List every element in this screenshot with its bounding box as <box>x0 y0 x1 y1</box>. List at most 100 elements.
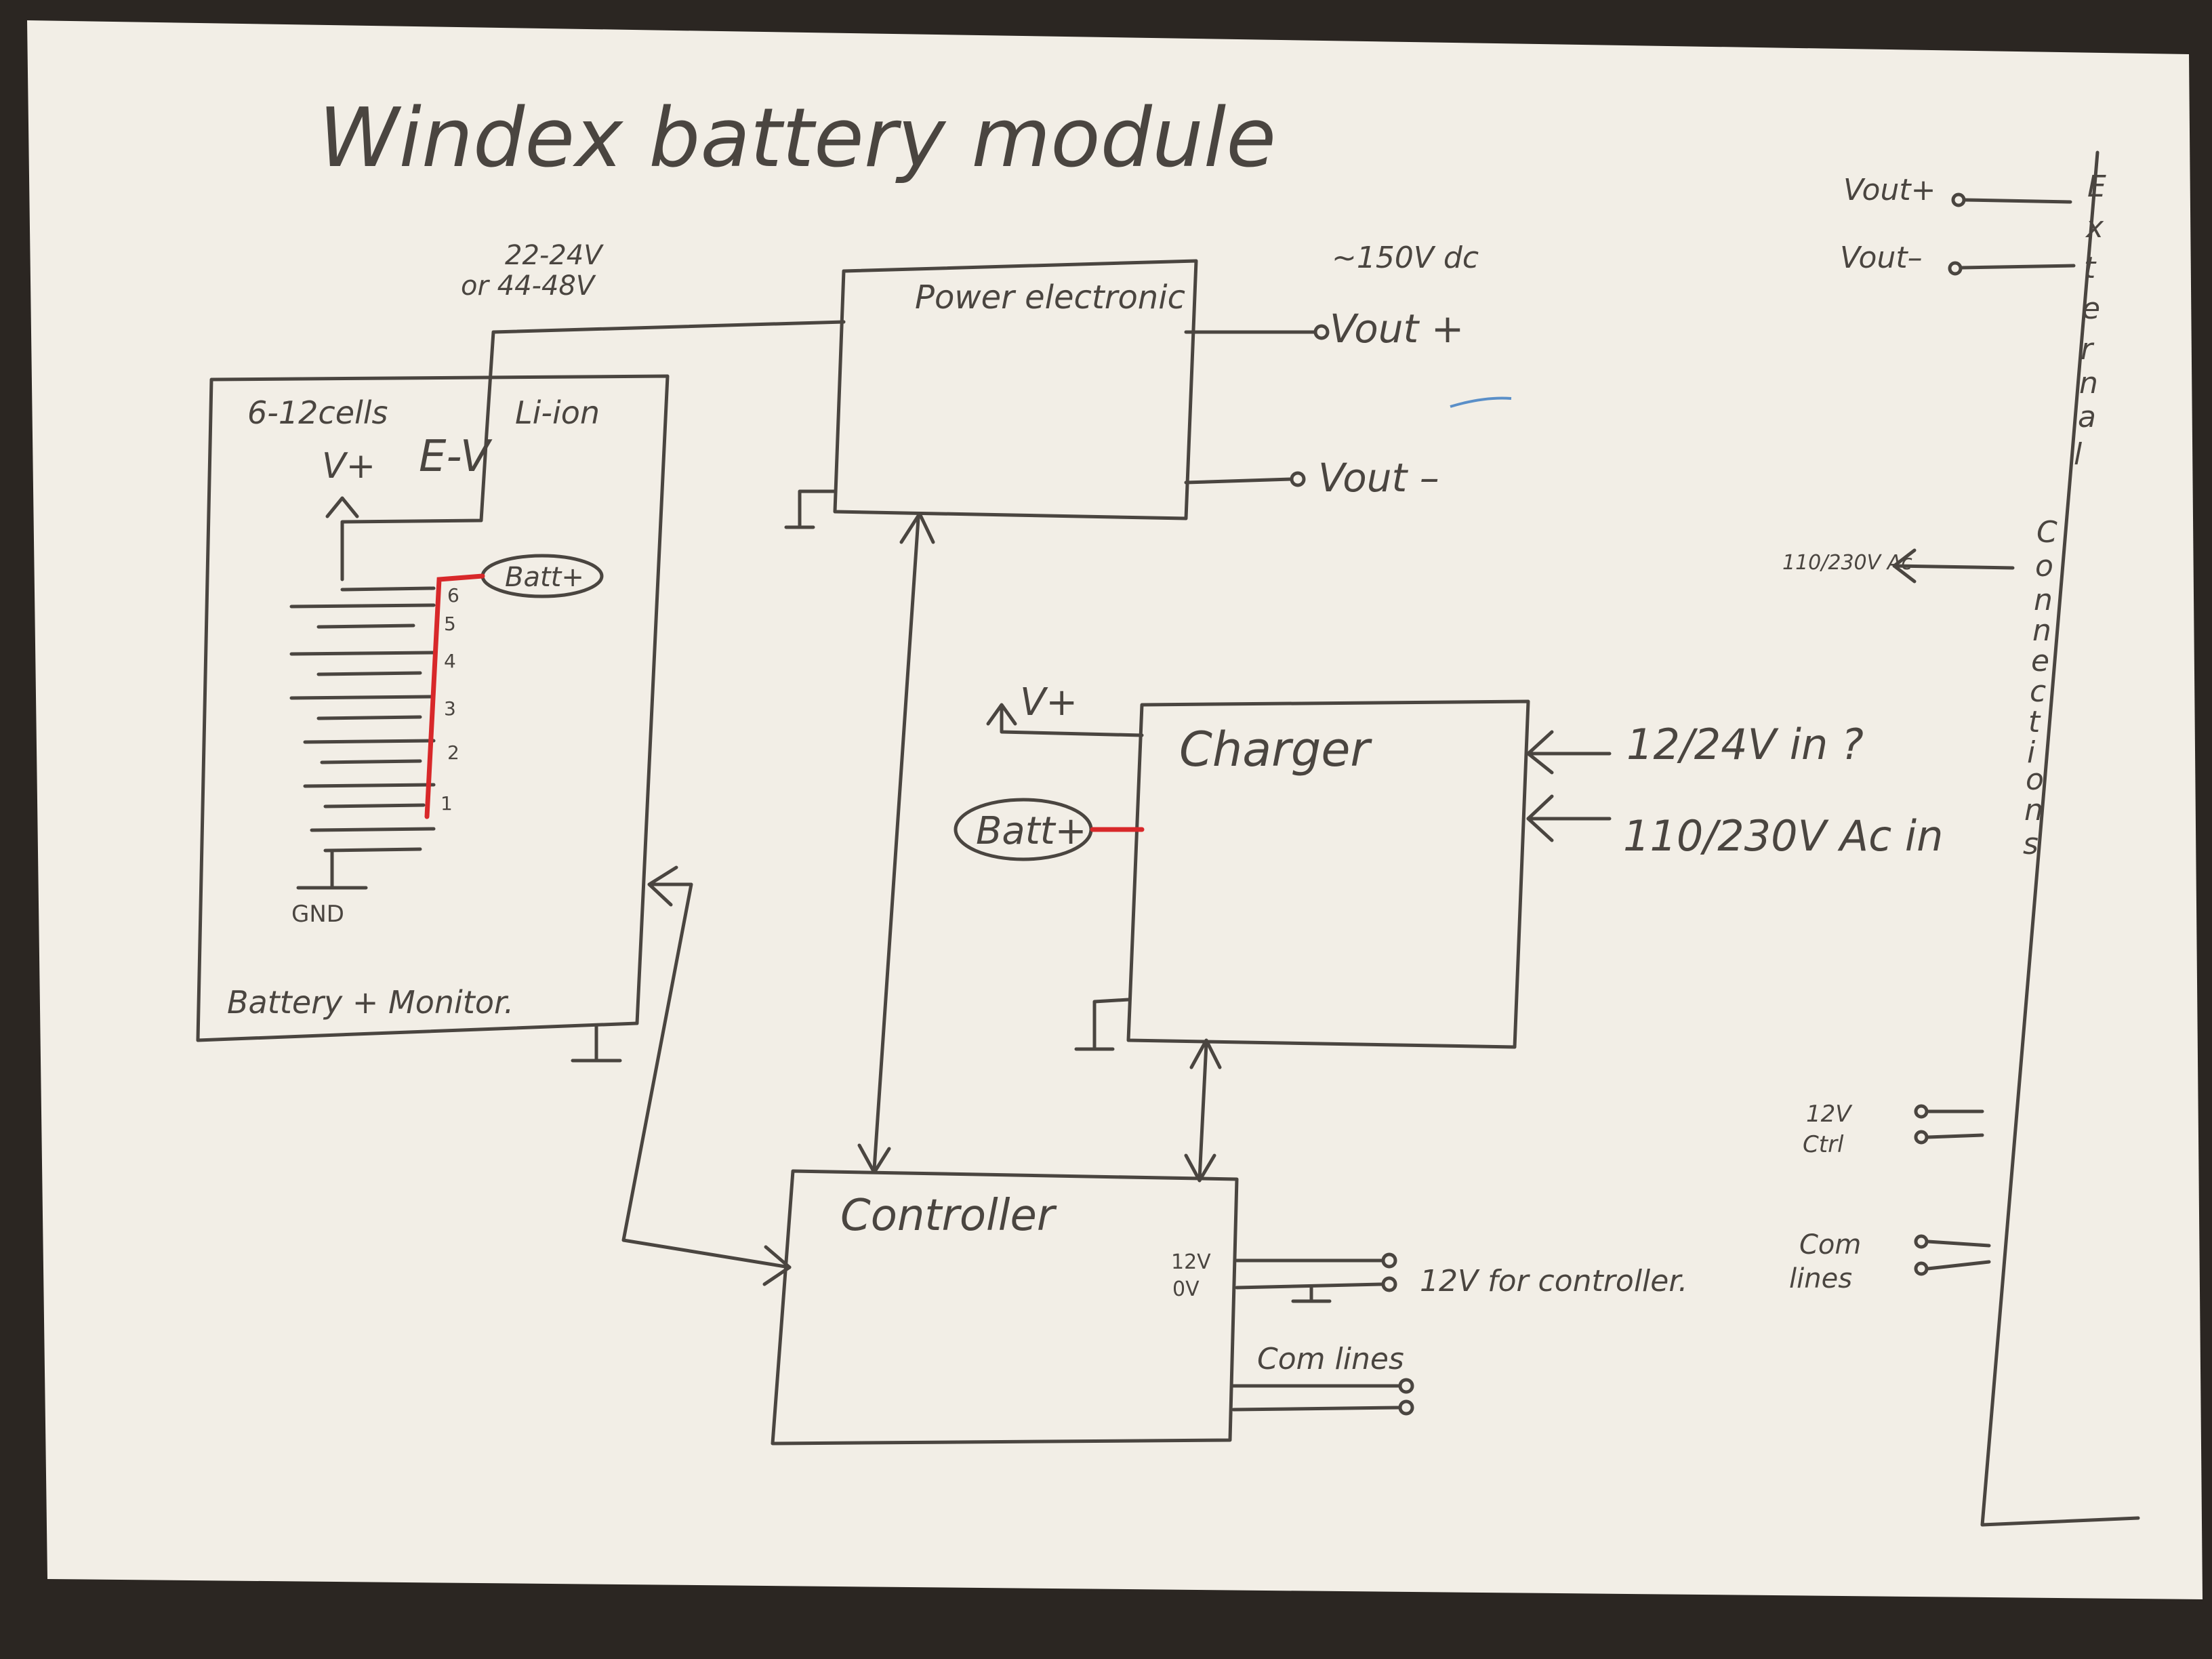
ext-char-11: n <box>2034 583 2053 617</box>
battery-tap-3: 3 <box>444 697 456 720</box>
ext-vout-plus-label: Vout+ <box>1843 173 1936 207</box>
battery-gnd-label: GND <box>291 901 344 928</box>
controller-block-label: Controller <box>840 1191 1057 1241</box>
ext-char-15: t <box>2028 705 2041 739</box>
power-vout-minus-terminal <box>1290 471 1306 487</box>
ext-com-wire-2 <box>1926 1260 1991 1271</box>
ext-char-19: s <box>2023 827 2039 861</box>
battery-vplus-wire <box>340 432 489 581</box>
power-vout-plus-label: Vout + <box>1330 306 1464 352</box>
ext-vout-minus-wire <box>1960 264 2076 270</box>
charger-block-label: Charger <box>1179 722 1372 777</box>
ext-ac-arrow <box>1892 548 1917 583</box>
charger-in1-label: 12/24V in ? <box>1626 720 1864 769</box>
ext-ctrl-terminal-1 <box>1914 1104 1929 1119</box>
controller-pin-12v: 12V <box>1171 1250 1211 1274</box>
power-vout-plus-terminal <box>1313 324 1330 340</box>
power-dc-label: ~150V dc <box>1332 241 1479 275</box>
battery-block-outline <box>196 374 670 1042</box>
ext-com-label-2: lines <box>1789 1263 1852 1294</box>
charger-block <box>986 699 1612 1051</box>
external-connections-panel <box>1892 150 2140 1527</box>
ext-char-5: n <box>2079 366 2098 401</box>
ext-com-terminal-2 <box>1914 1261 1929 1276</box>
ext-ctrl-label-2: Ctrl <box>1803 1131 1844 1158</box>
battery-block-label: Battery + Monitor. <box>227 984 514 1021</box>
charger-in2-arrow <box>1526 794 1554 842</box>
ext-ctrl-wire-2 <box>1926 1133 1984 1139</box>
power-controller-arrow-bottom <box>857 1143 891 1174</box>
blue-pen-mark <box>1450 396 1512 408</box>
cell-stack <box>289 586 436 890</box>
ext-com-wire-1 <box>1926 1240 1991 1248</box>
battery-monitor-block <box>196 320 846 1063</box>
ext-char-12: n <box>2032 613 2051 648</box>
ext-ctrl-label-1: 12V <box>1806 1101 1853 1128</box>
charger-vplus-label: V+ <box>1020 680 1078 724</box>
charger-ground <box>1074 998 1130 1051</box>
power-ground <box>784 489 837 529</box>
controller-pin-0v: 0V <box>1172 1277 1200 1301</box>
battery-vplus-arrow <box>325 496 359 518</box>
controller-block-outline <box>771 1169 1239 1446</box>
battery-tap-5: 5 <box>444 613 456 635</box>
battery-tap-2: 2 <box>447 741 459 764</box>
supply-label-line2: or 44-48V <box>461 270 596 302</box>
ext-char-10: o <box>2035 549 2053 583</box>
controller-0v-terminal <box>1381 1276 1397 1292</box>
controller-block <box>771 1169 1414 1446</box>
ext-char-7: l <box>2074 437 2083 472</box>
battery-tap-6: 6 <box>447 584 459 607</box>
battery-controller-arrow-top <box>647 865 678 907</box>
ext-char-6: a <box>2078 400 2096 434</box>
charger-controller-link <box>1197 1042 1208 1181</box>
battery-controller-arrow-bottom <box>762 1245 792 1286</box>
battery-controller-link <box>621 882 792 1269</box>
charger-batt-tag: Batt+ <box>976 809 1087 853</box>
ext-com-label-1: Com <box>1799 1229 1861 1261</box>
ext-char-18: n <box>2024 793 2043 827</box>
battery-red-tap-bus <box>424 573 485 819</box>
battery-tap-1: 1 <box>441 792 453 815</box>
ext-ac-wire <box>1892 564 2015 570</box>
ext-vout-plus-wire <box>1963 198 2072 204</box>
battery-supply-wire <box>485 320 846 436</box>
controller-com-label: Com lines <box>1257 1342 1404 1376</box>
ext-char-0: E <box>2087 169 2106 204</box>
charger-block-outline <box>1126 699 1530 1049</box>
charger-vplus-arrow <box>986 703 1017 726</box>
ext-char-4: r <box>2081 332 2095 367</box>
interconnect-links <box>621 512 1222 1286</box>
diagram-title: Windex battery module <box>319 91 1276 186</box>
ext-ctrl-terminal-2 <box>1914 1130 1929 1145</box>
battery-vplus-label: V+ <box>322 446 375 487</box>
controller-0v-wire <box>1235 1282 1385 1290</box>
ext-com-terminal-1 <box>1914 1234 1929 1249</box>
charger-in2-label: 110/230V Ac in <box>1623 811 1943 861</box>
ext-char-1: x <box>2085 210 2104 245</box>
controller-0v-ground <box>1291 1286 1332 1303</box>
ext-char-14: c <box>2030 674 2046 709</box>
power-vout-minus-label: Vout – <box>1318 455 1439 501</box>
paper-sheet <box>27 20 2203 1599</box>
power-controller-arrow-top <box>899 512 935 544</box>
power-controller-link <box>872 516 920 1171</box>
power-vout-minus-wire <box>1184 477 1293 485</box>
external-vertical-label: E x t e r n a l C o n n e c t i o n s <box>2023 169 2106 861</box>
ext-vout-minus-terminal <box>1948 261 1963 276</box>
battery-ev-label: E-V <box>419 432 493 482</box>
battery-batt-tag: Batt+ <box>505 562 584 593</box>
ext-char-13: e <box>2031 644 2049 678</box>
external-panel-outline <box>1980 150 2140 1527</box>
ext-vout-minus-label: Vout– <box>1840 241 1923 275</box>
ext-char-9: C <box>2036 515 2057 550</box>
power-block-outline <box>833 259 1198 520</box>
ext-char-2: t <box>2084 251 2097 285</box>
battery-tap-4: 4 <box>444 650 456 672</box>
battery-chem-label: Li-ion <box>515 394 600 431</box>
controller-com-terminal-1 <box>1398 1378 1414 1394</box>
controller-12v-terminal <box>1381 1252 1397 1269</box>
ext-ac-label: 110/230V Ac <box>1782 551 1912 575</box>
battery-block-ground <box>571 1025 622 1063</box>
